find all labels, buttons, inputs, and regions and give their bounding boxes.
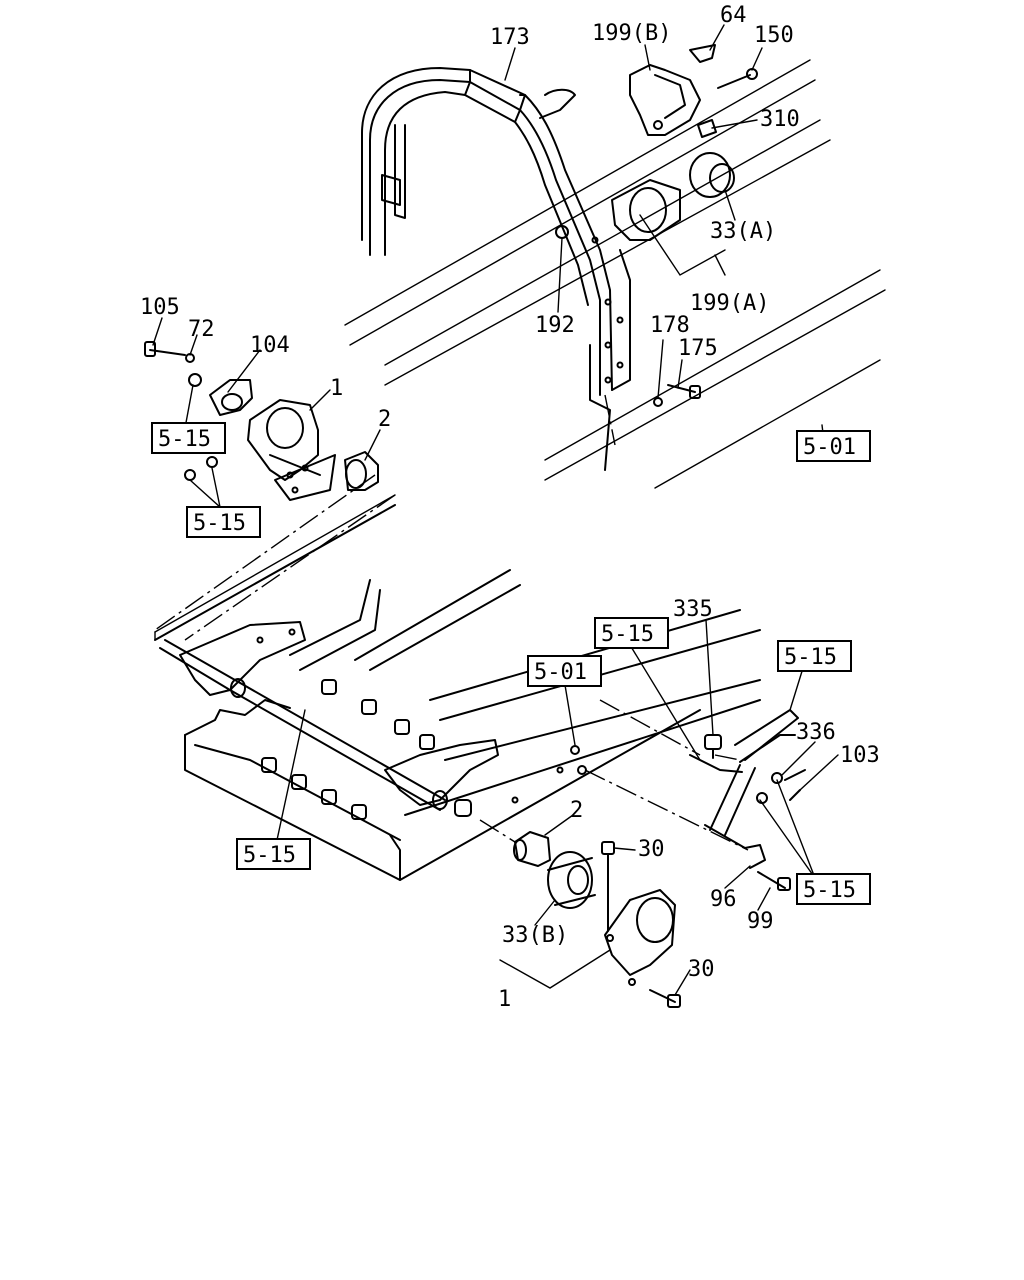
ref-5-01-middle: 5-01 xyxy=(527,655,602,687)
lower-chassis-frame xyxy=(154,494,761,881)
label-192: 192 xyxy=(535,313,575,338)
svg-text:5-15: 5-15 xyxy=(243,843,296,868)
label-99: 99 xyxy=(747,909,774,934)
upper-frame-rails xyxy=(344,59,886,489)
svg-text:5-15: 5-15 xyxy=(601,622,654,647)
svg-text:5-15: 5-15 xyxy=(158,427,211,452)
svg-text:5-01: 5-01 xyxy=(803,435,856,460)
cross-references: 5-15 5-15 5-01 5-15 5-15 5-01 5-15 5-15 xyxy=(151,422,871,905)
ref-5-15-f: 5-15 xyxy=(796,873,871,905)
ref-5-15-d: 5-15 xyxy=(777,640,852,672)
svg-text:5-01: 5-01 xyxy=(534,660,587,685)
svg-text:5-15: 5-15 xyxy=(193,511,246,536)
svg-text:5-15: 5-15 xyxy=(784,645,837,670)
svg-text:5-15: 5-15 xyxy=(803,878,856,903)
label-2-bottom: 2 xyxy=(570,798,583,823)
label-30-lower: 30 xyxy=(688,957,715,982)
leader-lines xyxy=(152,24,839,996)
label-72: 72 xyxy=(188,317,215,342)
label-104: 104 xyxy=(250,333,290,358)
ref-5-15-e: 5-15 xyxy=(236,838,311,870)
label-103: 103 xyxy=(840,743,880,768)
label-199a: 199(A) xyxy=(690,291,769,316)
label-1-bottom: 1 xyxy=(498,987,511,1012)
left-bracket-assembly xyxy=(144,341,379,501)
label-150: 150 xyxy=(754,23,794,48)
ref-5-15-c: 5-15 xyxy=(594,617,669,649)
stabilizer-link-assembly xyxy=(689,709,806,891)
label-199b: 199(B) xyxy=(592,21,671,46)
label-173: 173 xyxy=(490,25,530,50)
ref-5-15-b: 5-15 xyxy=(186,506,261,538)
alignment-lines xyxy=(154,394,749,932)
label-1-top: 1 xyxy=(330,376,343,401)
label-33a: 33(A) xyxy=(710,219,776,244)
label-335: 335 xyxy=(673,597,713,622)
label-30-upper: 30 xyxy=(638,837,665,862)
ref-5-15-a: 5-15 xyxy=(151,422,226,454)
label-2-top: 2 xyxy=(378,407,391,432)
label-310: 310 xyxy=(760,107,800,132)
grab-handle-173 xyxy=(361,67,631,471)
label-33b: 33(B) xyxy=(502,923,568,948)
label-175: 175 xyxy=(678,336,718,361)
label-96: 96 xyxy=(710,887,737,912)
ref-5-01-top: 5-01 xyxy=(796,430,871,462)
part-labels: 173 199(B) 64 150 310 33(A) 199(A) 192 1… xyxy=(140,3,880,1012)
label-178: 178 xyxy=(650,313,690,338)
label-105: 105 xyxy=(140,295,180,320)
label-64: 64 xyxy=(720,3,747,28)
label-336: 336 xyxy=(796,720,836,745)
